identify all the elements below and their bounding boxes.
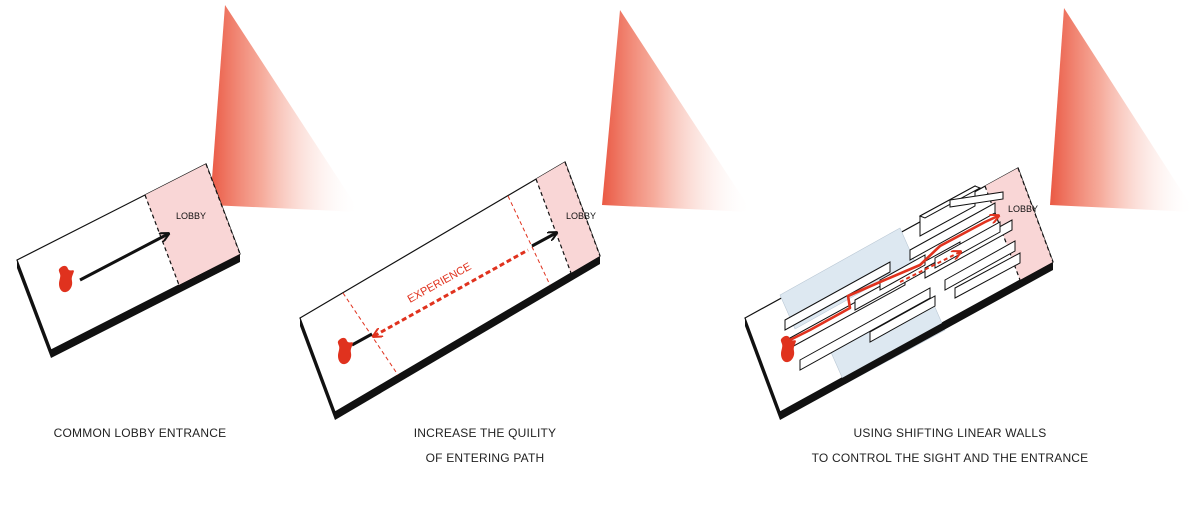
person-icon-2 bbox=[337, 337, 353, 365]
linear-walls bbox=[784, 185, 1021, 371]
panel-3-shifting-walls: LOBBY bbox=[744, 8, 1195, 420]
lobby-zone-2 bbox=[536, 162, 600, 273]
light-glow-2 bbox=[602, 10, 752, 212]
wall bbox=[909, 202, 996, 261]
block-front-3 bbox=[780, 262, 1053, 420]
entry-arrow-1 bbox=[79, 234, 168, 282]
caption-panel-3: USING SHIFTING LINEAR WALLS TO CONTROL T… bbox=[780, 421, 1120, 471]
wall bbox=[784, 261, 891, 331]
wall bbox=[944, 240, 1016, 291]
shifting-path-red bbox=[789, 216, 998, 342]
experience-zone-end-line bbox=[507, 195, 551, 286]
panel-1-common-lobby: LOBBY bbox=[16, 5, 360, 358]
block-front-1 bbox=[51, 254, 240, 358]
lobby-dashed-edge-2 bbox=[564, 161, 601, 257]
person-icon-1 bbox=[58, 265, 74, 293]
lobby-zone-1 bbox=[145, 164, 240, 285]
caption-line: OF ENTERING PATH bbox=[425, 451, 545, 465]
lobby-dashed-boundary-2 bbox=[535, 178, 572, 274]
block-side-3 bbox=[745, 318, 780, 420]
block-front-2 bbox=[335, 256, 600, 420]
lobby-dashed-boundary-1 bbox=[144, 194, 180, 286]
lobby-label-1: LOBBY bbox=[176, 211, 206, 221]
light-glow-3 bbox=[1050, 8, 1195, 212]
caption-panel-2: INCREASE THE QUILITY OF ENTERING PATH bbox=[365, 421, 605, 471]
caption-line: USING SHIFTING LINEAR WALLS bbox=[853, 426, 1047, 440]
lobby-arrow-2 bbox=[531, 233, 556, 248]
light-glow-1 bbox=[210, 5, 360, 212]
lobby-label-3: LOBBY bbox=[1008, 204, 1038, 214]
block-side-1 bbox=[17, 260, 51, 358]
wall bbox=[954, 252, 1021, 299]
caption-line: INCREASE THE QUILITY bbox=[413, 426, 557, 440]
wall bbox=[869, 295, 936, 343]
wall bbox=[799, 287, 931, 371]
experience-path-arrow bbox=[374, 248, 529, 336]
lobby-dashed-edge-1 bbox=[205, 163, 241, 255]
person-icon-3 bbox=[780, 335, 796, 363]
lobby-label-2: LOBBY bbox=[566, 211, 596, 221]
wall bbox=[949, 191, 1004, 208]
caption-panel-1: COMMON LOBBY ENTRANCE bbox=[20, 421, 260, 446]
block-side-2 bbox=[300, 318, 335, 420]
entry-stub-2 bbox=[351, 332, 373, 347]
caption-line: TO CONTROL THE SIGHT AND THE ENTRANCE bbox=[811, 451, 1089, 465]
panel-2-experience-path: EXPERIENCE LOBBY bbox=[299, 10, 752, 420]
lobby-dashed-edge-3 bbox=[1017, 167, 1054, 263]
caption-line: COMMON LOBBY ENTRANCE bbox=[53, 426, 227, 440]
